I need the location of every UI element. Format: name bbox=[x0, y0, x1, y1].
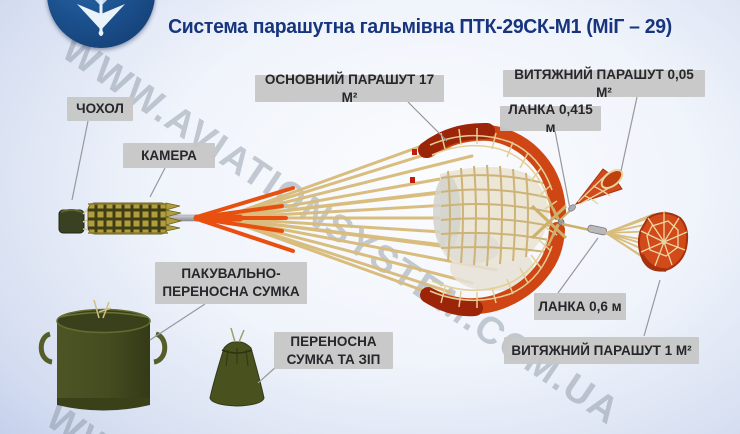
aircraft-silhouette bbox=[77, 0, 125, 36]
main-canopy-group bbox=[410, 122, 568, 317]
label-main-chute: ОСНОВНИЙ ПАРАШУТ 17 М² bbox=[255, 72, 444, 105]
label-cover: ЧОХОЛ bbox=[67, 97, 133, 121]
pilot-chute-big-group bbox=[561, 211, 689, 272]
aircraft-roundel-icon bbox=[47, 0, 155, 48]
packing-bag-graphic bbox=[38, 299, 168, 411]
leader-lines bbox=[71, 96, 661, 384]
pilot-chute-small-group bbox=[559, 168, 624, 221]
label-pilot-chute-small: ВИТЯЖНИЙ ПАРАШУТ 0,05 М² bbox=[503, 67, 705, 100]
label-link-06: ЛАНКА 0,6 м bbox=[534, 293, 626, 320]
label-link-0415: ЛАНКА 0,415 м bbox=[500, 102, 601, 135]
page-title: Система парашутна гальмівна ПТК-29СК-М1 … bbox=[168, 16, 672, 38]
label-carry-bag: ПЕРЕНОСНА СУМКА ТА ЗІП bbox=[274, 332, 393, 369]
label-packing-bag: ПАКУВАЛЬНО- ПЕРЕНОСНА СУМКА bbox=[155, 262, 307, 304]
riser-red-segments bbox=[193, 186, 295, 253]
carry-bag-graphic bbox=[209, 327, 265, 407]
label-pilot-chute-big: ВИТЯЖНИЙ ПАРАШУТ 1 М² bbox=[504, 337, 699, 364]
label-chamber: КАМЕРА bbox=[123, 143, 215, 168]
